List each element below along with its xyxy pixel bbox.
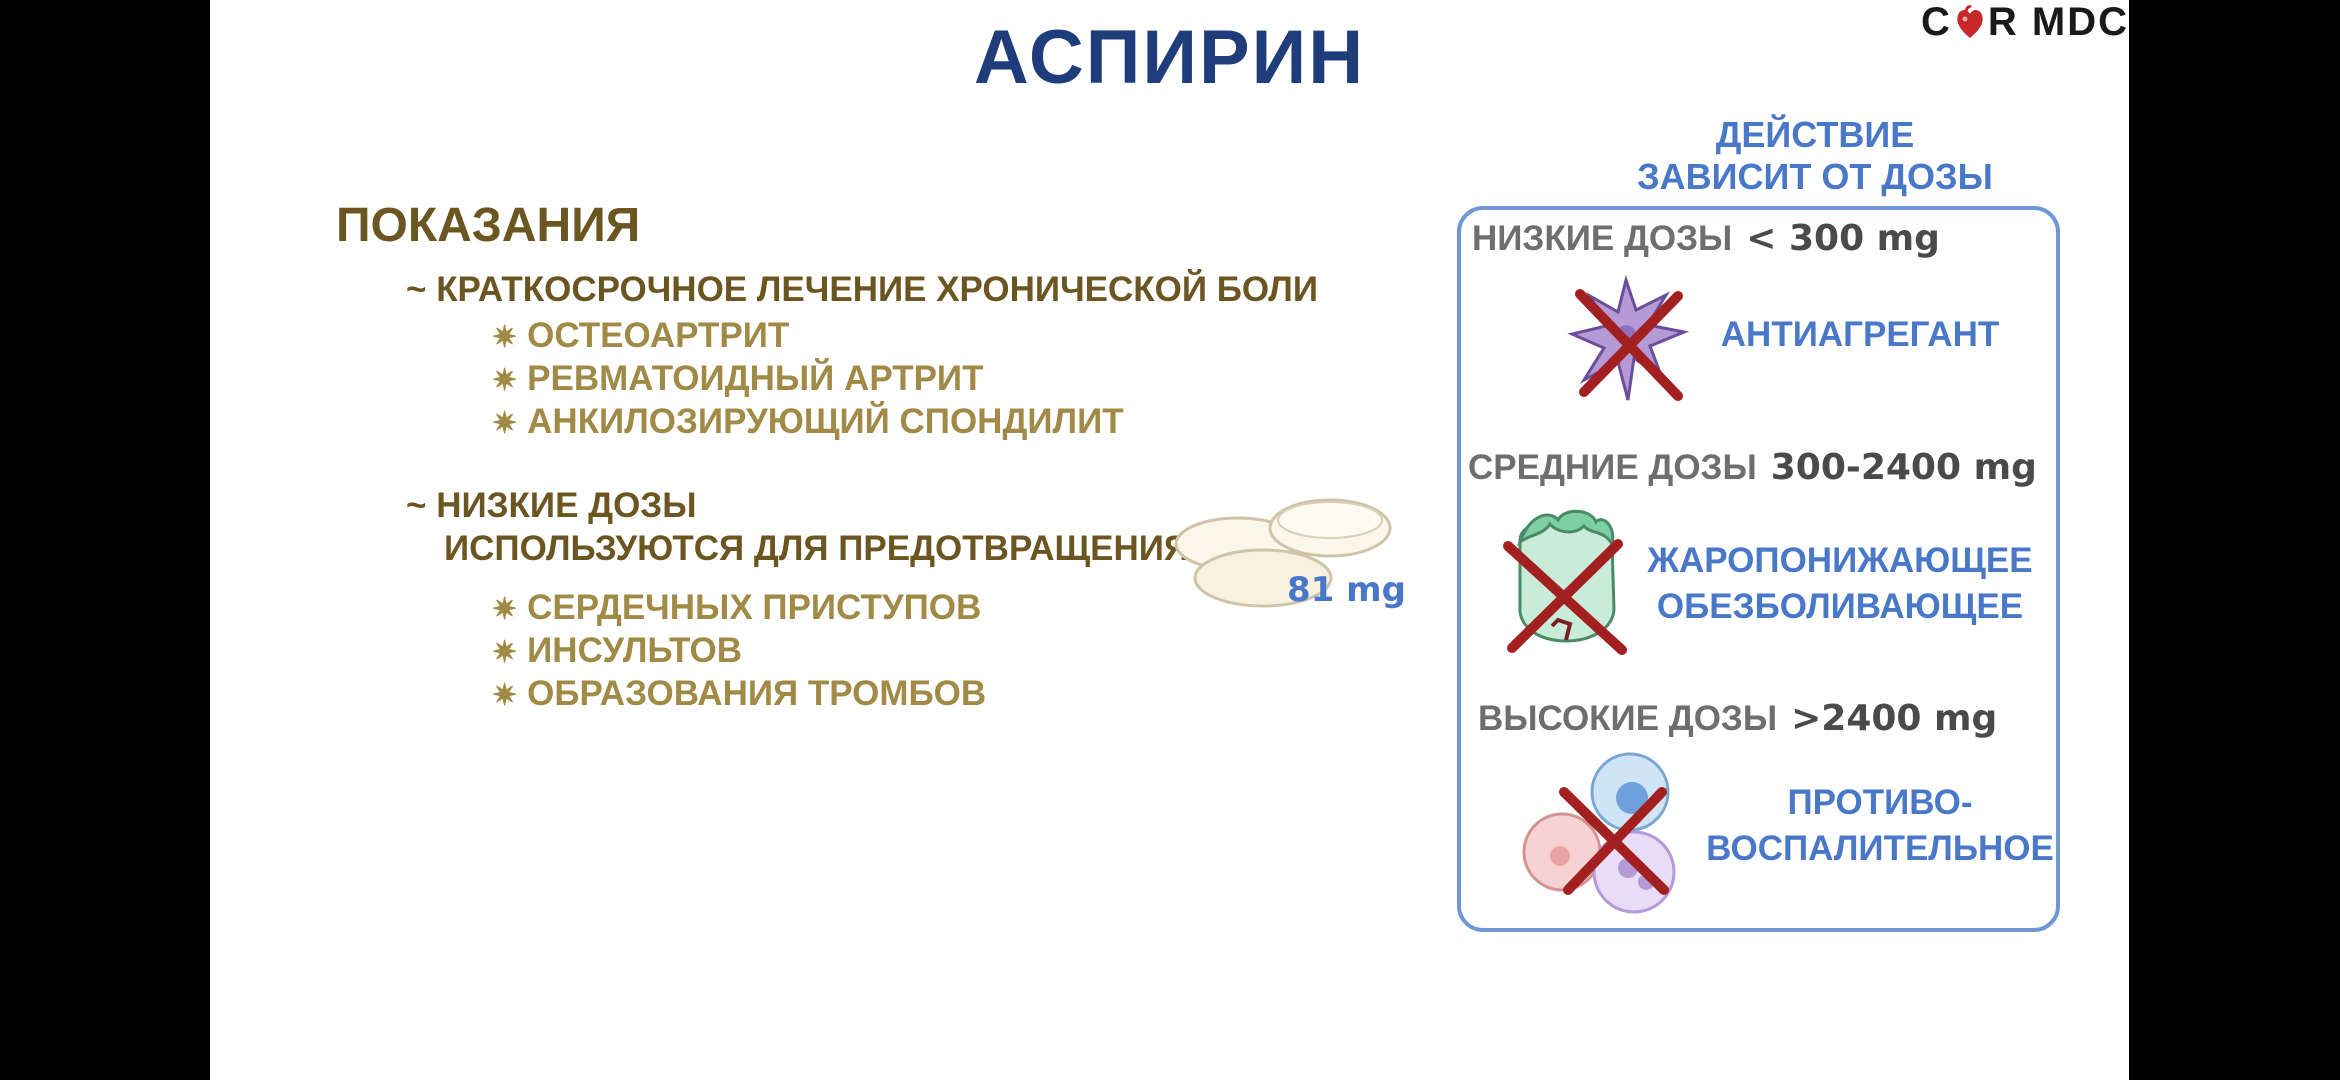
- effect-text: ОБЕЗБОЛИВАЮЩЕЕ: [1656, 586, 2024, 626]
- asterisk-icon: ✷: [492, 407, 518, 440]
- indication-text: НИЗКИЕ ДОЗЫ: [436, 486, 697, 525]
- effect-text: АНТИАГРЕГАНТ: [1720, 315, 2000, 354]
- immune-cells-icon: [1522, 752, 1676, 914]
- dose-row-high: ВЫСОКИЕ ДОЗЫ >2400 mg: [1478, 698, 1997, 739]
- dose-label: СРЕДНИЕ ДОЗЫ: [1468, 448, 1757, 487]
- list-item: ✷ ИНСУЛЬТОВ: [492, 631, 742, 671]
- tilde-mark: ~: [406, 270, 427, 309]
- action-title-line: ЗАВИСИТ ОТ ДОЗЫ: [1637, 156, 1993, 198]
- dose-row-medium: СРЕДНИЕ ДОЗЫ 300-2400 mg: [1468, 447, 2037, 488]
- brand-logo: C R MDC: [1921, 0, 2129, 45]
- action-title: ДЕЙСТВИЕ ЗАВИСИТ ОТ ДОЗЫ: [1590, 114, 2040, 199]
- list-item-text: АНКИЛОЗИРУЮЩИЙ СПОНДИЛИТ: [527, 402, 1124, 441]
- heart-icon: [1957, 4, 1983, 38]
- effect-high: ПРОТИВО- ВОСПАЛИТЕЛЬНОЕ: [1690, 780, 2070, 871]
- indication-line: ~ НИЗКИЕ ДОЗЫ: [406, 486, 696, 526]
- list-item: ✷ РЕВМАТОИДНЫЙ АРТРИТ: [492, 359, 983, 399]
- asterisk-icon: ✷: [492, 321, 518, 354]
- sick-face-icon: [1503, 509, 1627, 655]
- list-item-text: ОБРАЗОВАНИЯ ТРОМБОВ: [527, 674, 987, 713]
- slide-title: АСПИРИН: [973, 15, 1366, 100]
- list-item-text: ОСТЕОАРТРИТ: [527, 316, 790, 355]
- dose-value: < 300 mg: [1746, 218, 1940, 259]
- list-item-text: РЕВМАТОИДНЫЙ АРТРИТ: [527, 359, 984, 398]
- list-item: ✷ АНКИЛОЗИРУЮЩИЙ СПОНДИЛИТ: [492, 402, 1124, 442]
- dose-label: НИЗКИЕ ДОЗЫ: [1472, 219, 1733, 258]
- indications-heading: ПОКАЗАНИЯ: [336, 199, 641, 252]
- asterisk-icon: ✷: [492, 679, 518, 712]
- dose-value: 300-2400 mg: [1770, 447, 2037, 488]
- tilde-mark: ~: [406, 486, 427, 525]
- dose-row-low: НИЗКИЕ ДОЗЫ < 300 mg: [1472, 218, 1940, 259]
- action-title-line: ДЕЙСТВИЕ: [1715, 114, 1915, 155]
- list-item: ✷ СЕРДЕЧНЫХ ПРИСТУПОВ: [492, 588, 981, 628]
- dose-value: >2400 mg: [1791, 698, 1998, 739]
- indication-text: КРАТКОСРОЧНОЕ ЛЕЧЕНИЕ ХРОНИЧЕСКОЙ БОЛИ: [436, 270, 1318, 309]
- slide: АСПИРИН C R MDC ПОКАЗАНИЯ ~ КРАТКОСРОЧНО…: [210, 0, 2129, 1080]
- effect-text: ПРОТИВО-: [1787, 783, 1973, 822]
- asterisk-icon: ✷: [492, 636, 518, 669]
- pills-icon: [1174, 498, 1392, 608]
- logo-text-b: R MDC: [1987, 0, 2129, 44]
- asterisk-icon: ✷: [492, 364, 518, 397]
- effect-text: ВОСПАЛИТЕЛЬНОЕ: [1706, 828, 2054, 868]
- effect-text: ЖАРОПОНИЖАЮЩЕЕ: [1647, 541, 2033, 580]
- dose-panel: [1457, 206, 2060, 932]
- indication-line-continued: ИСПОЛЬЗУЮТСЯ ДЛЯ ПРЕДОТВРАЩЕНИЯ: [444, 529, 1190, 568]
- pill-dose-label: 81 mg: [1287, 570, 1406, 610]
- list-item: ✷ ОСТЕОАРТРИТ: [492, 316, 789, 356]
- platelet-icon: [1567, 274, 1690, 401]
- logo-text-a: C: [1921, 0, 1952, 44]
- list-item: ✷ ОБРАЗОВАНИЯ ТРОМБОВ: [492, 674, 986, 714]
- effect-medium: ЖАРОПОНИЖАЮЩЕЕ ОБЕЗБОЛИВАЮЩЕЕ: [1640, 538, 2040, 629]
- asterisk-icon: ✷: [492, 593, 518, 626]
- list-item-text: ИНСУЛЬТОВ: [527, 631, 743, 670]
- list-item-text: СЕРДЕЧНЫХ ПРИСТУПОВ: [527, 588, 982, 627]
- indication-line: ~ КРАТКОСРОЧНОЕ ЛЕЧЕНИЕ ХРОНИЧЕСКОЙ БОЛИ: [406, 270, 1318, 310]
- dose-label: ВЫСОКИЕ ДОЗЫ: [1478, 699, 1778, 738]
- effect-low: АНТИАГРЕГАНТ: [1710, 312, 2010, 358]
